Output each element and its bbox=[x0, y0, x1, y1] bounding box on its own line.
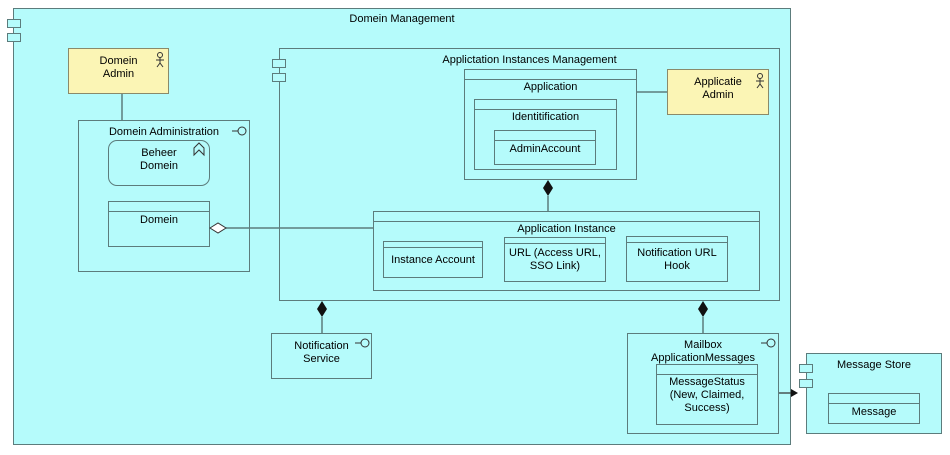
beheer-domein-label: Beheer Domein bbox=[140, 147, 178, 172]
component-icon bbox=[7, 19, 21, 28]
admin-account-header-divider bbox=[495, 140, 595, 141]
actor-icon bbox=[756, 73, 764, 89]
application-label: Application bbox=[523, 81, 578, 93]
message-label: Message bbox=[851, 406, 897, 418]
diamond-icon bbox=[209, 222, 227, 234]
message-box: Message bbox=[828, 393, 920, 424]
instance-account-header-divider bbox=[384, 247, 482, 248]
applicatie-admin-label: Applicatie Admin bbox=[694, 76, 742, 101]
url-label: URL (Access URL, SSO Link) bbox=[509, 247, 601, 272]
admin-account-label: AdminAccount bbox=[509, 143, 581, 155]
diamond-icon bbox=[317, 301, 327, 317]
component-icon bbox=[272, 59, 286, 68]
url-box: URL (Access URL, SSO Link) bbox=[504, 237, 606, 282]
beheer-domein-function: Beheer Domein bbox=[108, 140, 210, 186]
domein-object: Domein bbox=[108, 201, 210, 247]
component-icon bbox=[272, 73, 286, 82]
identitification-label: Identitification bbox=[511, 111, 580, 123]
notification-url-box: Notification URL Hook bbox=[626, 236, 728, 282]
domein-header-divider bbox=[109, 211, 209, 212]
domein-administration-label: Domein Administration bbox=[108, 126, 220, 138]
message-status-label: MessageStatus (New, Claimed, Success) bbox=[669, 376, 745, 414]
arrow-icon bbox=[791, 389, 798, 397]
mailbox-label: Mailbox ApplicationMessages bbox=[651, 339, 755, 364]
component-icon bbox=[799, 379, 813, 388]
application-header-divider bbox=[465, 79, 636, 80]
message-status-box: MessageStatus (New, Claimed, Success) bbox=[656, 364, 758, 425]
domein-management-label: Domein Management bbox=[349, 13, 455, 25]
notification-service-label: Notification Service bbox=[294, 340, 349, 365]
interface-icon bbox=[355, 338, 370, 348]
message-store-label: Message Store bbox=[837, 359, 911, 371]
instance-account-label: Instance Account bbox=[391, 254, 475, 266]
instance-account-box: Instance Account bbox=[383, 241, 483, 278]
message-status-header-divider bbox=[657, 374, 757, 375]
component-icon bbox=[799, 364, 813, 373]
url-header-divider bbox=[505, 243, 605, 244]
domein-admin-actor: Domein Admin bbox=[68, 48, 169, 94]
admin-account-box: AdminAccount bbox=[494, 130, 596, 165]
application-instance-header-divider bbox=[374, 221, 759, 222]
interface-icon bbox=[761, 338, 776, 348]
domein-admin-label: Domein Admin bbox=[99, 55, 138, 80]
identitification-header-divider bbox=[475, 109, 616, 110]
diamond-icon bbox=[543, 180, 553, 196]
message-header-divider bbox=[829, 403, 919, 404]
function-icon bbox=[193, 142, 205, 157]
notification-url-header-divider bbox=[627, 242, 727, 243]
interface-icon bbox=[232, 126, 247, 136]
applicatie-admin-actor: Applicatie Admin bbox=[667, 69, 769, 115]
domein-label: Domein bbox=[140, 214, 178, 226]
actor-icon bbox=[156, 52, 164, 68]
application-instance-label: Application Instance bbox=[517, 223, 616, 235]
diamond-icon bbox=[698, 301, 708, 317]
notification-service-box: Notification Service bbox=[271, 333, 372, 379]
app-instances-mgmt-label: Applictation Instances Management bbox=[442, 54, 617, 66]
component-icon bbox=[7, 33, 21, 42]
notification-url-label: Notification URL Hook bbox=[637, 247, 717, 272]
